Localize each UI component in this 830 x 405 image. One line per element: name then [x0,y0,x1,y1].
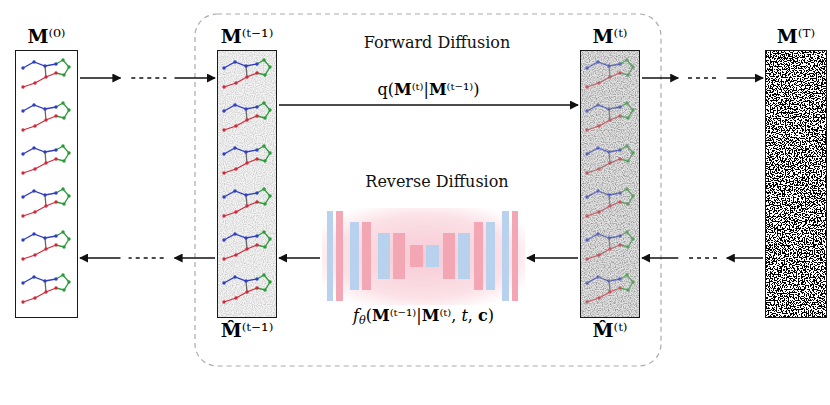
illustration-part [474,222,483,290]
arrow-segment [175,77,216,78]
sequence-frame [765,50,827,318]
illustration-part [222,273,271,303]
node-caption: M̂⁽ᵗ⁾ [592,318,627,344]
arrow [527,258,578,259]
motion-sequence-box: M⁽ᵗ⁾ M̂⁽ᵗ⁾ [580,24,640,343]
arrow-segment [642,257,678,258]
illustration-part [362,222,371,290]
arrow-segment [279,257,320,258]
process-label: Reverse Diffusion [365,172,508,191]
illustration-part [222,101,271,131]
node-heading: M⁽ᵗ⁻¹⁾ [221,24,274,50]
illustration-part [21,230,70,260]
sequence-frame [217,50,277,318]
sequence-frame [580,50,640,318]
arrow-segment [80,77,121,78]
illustration-part [512,211,518,301]
illustration-part [222,230,271,260]
illustration-part [580,50,640,318]
arrow-segment [727,257,763,258]
illustration-part [15,50,78,318]
illustration-part [336,211,343,301]
sequence-frame [15,50,78,318]
heavy-noise-motion [580,50,640,318]
illustration-part [217,50,277,318]
illustration-part [443,233,455,279]
node-heading: M⁽ᵀ⁾ [777,24,815,50]
node-caption: fθ(M⁽ᵗ⁻¹⁾|M⁽ᵗ⁾, t, c) [353,305,494,328]
illustration-part [222,58,271,88]
denoising-network: fθ(M⁽ᵗ⁻¹⁾|M⁽ᵗ⁾, t, c) [322,208,525,328]
chained-arrow [80,78,215,79]
edge-label: q(M⁽ᵗ⁾|M⁽ᵗ⁻¹⁾) [374,79,482,101]
illustration-part [222,144,271,174]
illustration-part [21,273,70,303]
node-caption: M̂⁽ᵗ⁻¹⁾ [221,318,274,344]
arrow-segment [80,257,121,258]
illustration-part [426,245,439,267]
process-label: Forward Diffusion [364,33,511,52]
illustration-part [393,233,405,279]
chained-arrow [80,258,215,259]
chained-arrow [642,258,763,259]
illustration-part [486,222,495,290]
dashed-segment [688,77,719,78]
arrow-segment [527,257,578,258]
illustration-part [410,245,423,267]
illustration-part [458,233,470,279]
arrow-segment [279,104,578,105]
illustration-part [502,211,509,301]
arrow [279,258,320,259]
dashed-segment [129,257,164,258]
arrow-segment [642,77,678,78]
dashed-frame [195,14,661,366]
dashed-segment [686,257,717,258]
motion-sequence-box: M⁽ᵗ⁻¹⁾ M̂⁽ᵗ⁻¹⁾ [217,24,277,343]
dashed-segment [131,77,166,78]
light-noise-motion [217,50,277,318]
node-heading: M⁽⁰⁾ [28,24,66,50]
chained-arrow [642,78,763,79]
illustration-part [21,187,70,217]
illustration-part [21,58,70,88]
motion-sequence-box: M⁽ᵀ⁾ [765,24,827,318]
illustration-part [21,144,70,174]
clean-motion [15,50,78,318]
arrow-segment [175,257,216,258]
network-frame [322,208,525,305]
illustration-part [580,50,640,318]
illustration-part [765,50,827,318]
arrow [279,105,578,106]
motion-sequence-box: M⁽⁰⁾ [15,24,78,318]
illustration-part [217,50,277,318]
illustration-part [21,101,70,131]
illustration-part [322,208,525,305]
illustration-part [327,211,333,301]
illustration-part [222,187,271,217]
node-heading: M⁽ᵗ⁾ [592,24,627,50]
illustration-part [350,222,359,290]
illustration-part [378,233,390,279]
arrow-segment [727,77,763,78]
pure-noise [765,50,827,318]
unet-illustration [322,208,525,305]
